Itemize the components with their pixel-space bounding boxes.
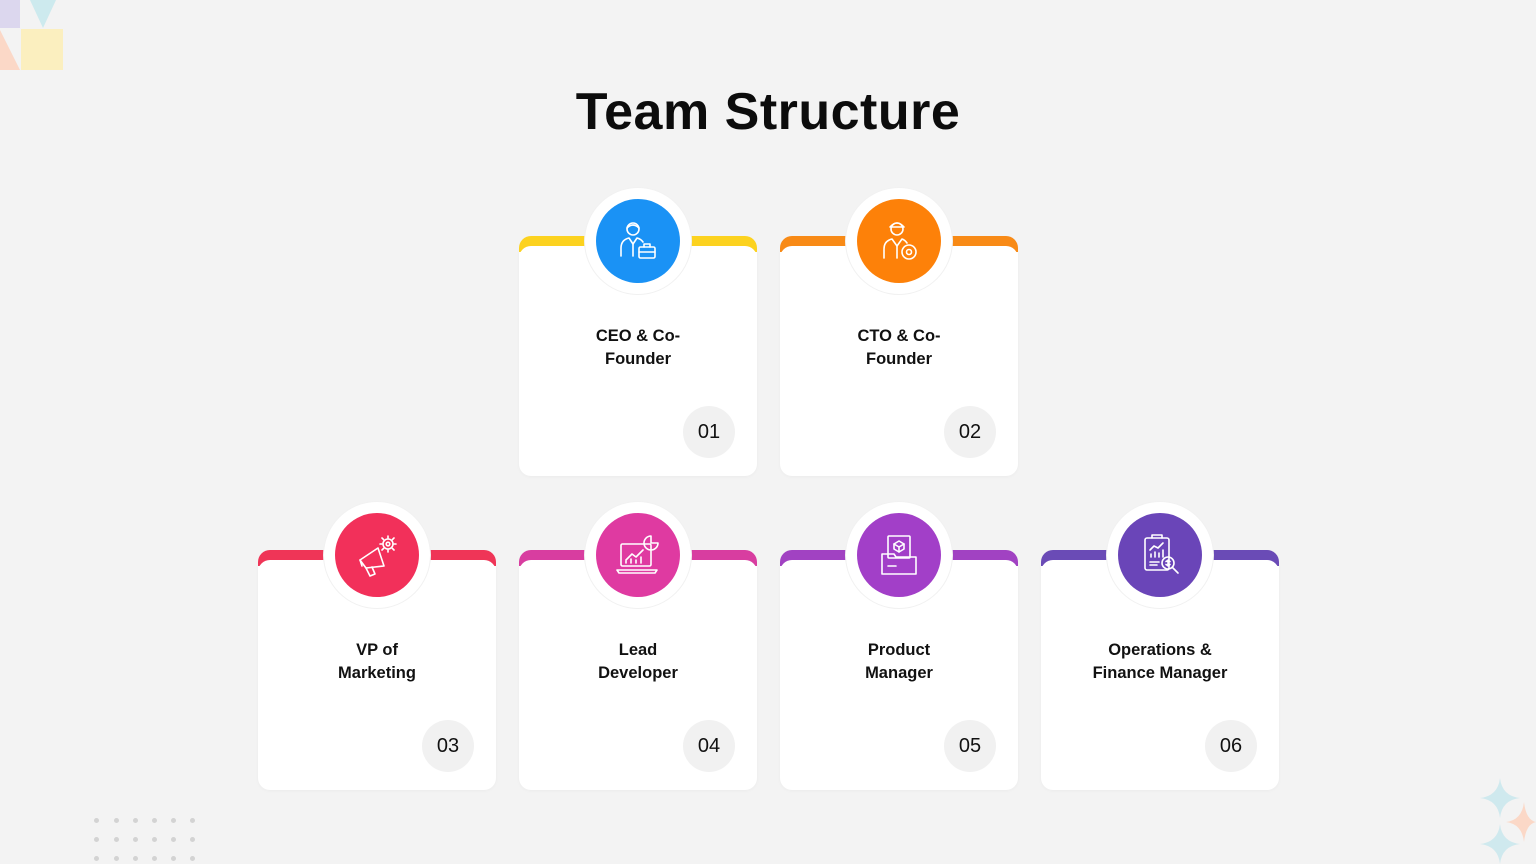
icon-ring xyxy=(846,502,952,608)
finance-report-search-icon xyxy=(1144,534,1179,574)
laptop-chart-icon xyxy=(616,535,659,574)
role-card-operations-finance: Operations &Finance Manager 06 xyxy=(1041,502,1279,790)
role-number: 04 xyxy=(683,720,735,772)
icon-circle xyxy=(857,513,941,597)
product-box-folder-icon xyxy=(881,535,917,575)
role-card-ceo: CEO & Co-Founder 01 xyxy=(519,188,757,476)
icon-ring xyxy=(1107,502,1213,608)
role-card-cto: CTO & Co-Founder 02 xyxy=(780,188,1018,476)
icon-ring xyxy=(585,502,691,608)
icon-ring xyxy=(846,188,952,294)
role-number: 06 xyxy=(1205,720,1257,772)
corner-shapes-bottom-right xyxy=(1480,778,1536,864)
engineer-gear-icon xyxy=(883,222,917,260)
role-number: 02 xyxy=(944,406,996,458)
role-number: 01 xyxy=(683,406,735,458)
icon-circle xyxy=(1118,513,1202,597)
megaphone-gear-icon xyxy=(359,535,397,577)
role-number: 03 xyxy=(422,720,474,772)
icon-circle xyxy=(596,513,680,597)
role-number: 05 xyxy=(944,720,996,772)
icon-circle xyxy=(857,199,941,283)
page-title: Team Structure xyxy=(575,83,961,141)
icon-circle xyxy=(596,199,680,283)
role-label: Operations &Finance Manager xyxy=(1092,641,1228,682)
icon-ring xyxy=(324,502,430,608)
corner-shapes-top-left xyxy=(0,0,63,70)
role-label: CTO & Co-Founder xyxy=(857,327,941,368)
icon-circle xyxy=(335,513,419,597)
role-label: CEO & Co-Founder xyxy=(595,327,681,368)
businessman-briefcase-icon xyxy=(620,222,656,259)
icon-ring xyxy=(585,188,691,294)
